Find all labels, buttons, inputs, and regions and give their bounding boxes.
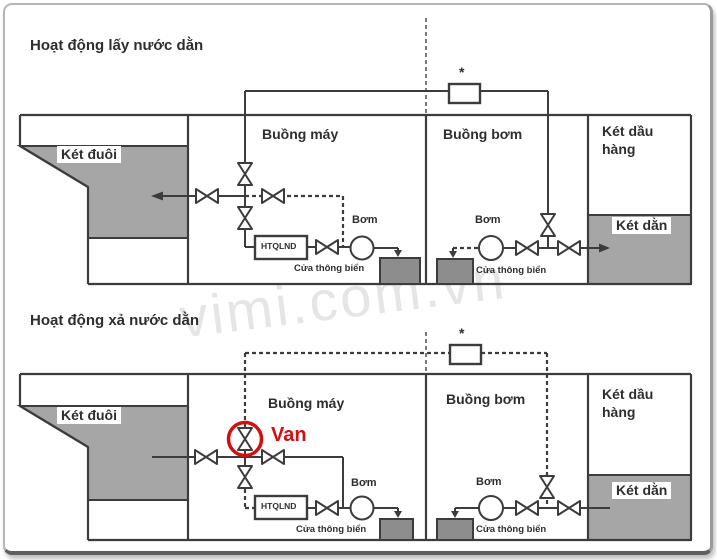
ballast-tank-label: Két dằn xyxy=(612,482,672,499)
arrow-into-room-sea-chest xyxy=(449,251,457,258)
asterisk-box xyxy=(448,343,483,366)
arrow-into-engine-sea-chest xyxy=(394,250,402,257)
room-sea-chest-label: Cửa thông biển xyxy=(476,265,547,276)
pump-room-label: Buồng bơm xyxy=(443,126,523,142)
room-pump-label: Bơm xyxy=(475,214,501,226)
bwms-box xyxy=(253,494,309,521)
asterisk-mark: * xyxy=(459,64,465,80)
engine-room-label: Buồng máy xyxy=(262,126,339,142)
room-sea-chest-box xyxy=(436,258,474,285)
arrow-into-ballast-tank xyxy=(599,243,610,253)
intake-title: Hoạt động lấy nước dằn xyxy=(30,37,204,54)
valve-callout-label: Van xyxy=(271,424,307,446)
engine-room-label: Buồng máy xyxy=(268,395,345,411)
ballast-tank-label: Két dằn xyxy=(612,217,672,234)
pump-room-label: Buồng bơm xyxy=(446,391,526,407)
diagram-intake xyxy=(16,18,693,286)
bwms-box xyxy=(253,234,309,261)
bwms-label: HTQLND xyxy=(261,501,297,511)
valves-discharge xyxy=(194,427,581,516)
engine-pump-label: Bơm xyxy=(351,477,377,489)
engine-sea-chest-box xyxy=(379,257,421,285)
asterisk-box xyxy=(447,82,482,105)
cargo-tank-label: Két dầu hàng xyxy=(602,123,654,157)
room-pump-label: Bơm xyxy=(476,476,502,488)
discharge-title: Hoạt động xả nước dằn xyxy=(30,312,200,329)
aft-tank-label: Két đuôi xyxy=(57,146,121,163)
arrow-into-room-sea-chest xyxy=(451,511,459,518)
valve-highlight-circle xyxy=(226,420,264,458)
cargo-tank-label: Két dầu hàng xyxy=(602,386,654,420)
engine-pump-symbol xyxy=(349,235,375,261)
asterisk-mark: * xyxy=(459,325,465,341)
room-pump-symbol xyxy=(478,495,504,521)
diagram-discharge xyxy=(16,332,693,542)
room-pump-symbol xyxy=(478,235,504,261)
aft-tank-label: Két đuôi xyxy=(57,407,121,424)
valves-intake xyxy=(195,162,581,256)
engine-sea-chest-box xyxy=(379,518,414,541)
room-sea-chest-label: Cửa thông biển xyxy=(476,524,547,535)
engine-sea-chest-label: Cửa thông biển xyxy=(296,524,367,535)
bwms-label: HTQLND xyxy=(261,241,297,251)
arrow-into-aft-tank xyxy=(151,191,163,201)
arrow-into-engine-sea-chest xyxy=(394,511,402,518)
room-sea-chest-box xyxy=(436,518,474,541)
engine-pump-symbol xyxy=(349,495,375,521)
pipes-dashed xyxy=(243,351,549,510)
engine-pump-label: Bơm xyxy=(352,214,378,226)
engine-sea-chest-label: Cửa thông biển xyxy=(294,263,365,274)
